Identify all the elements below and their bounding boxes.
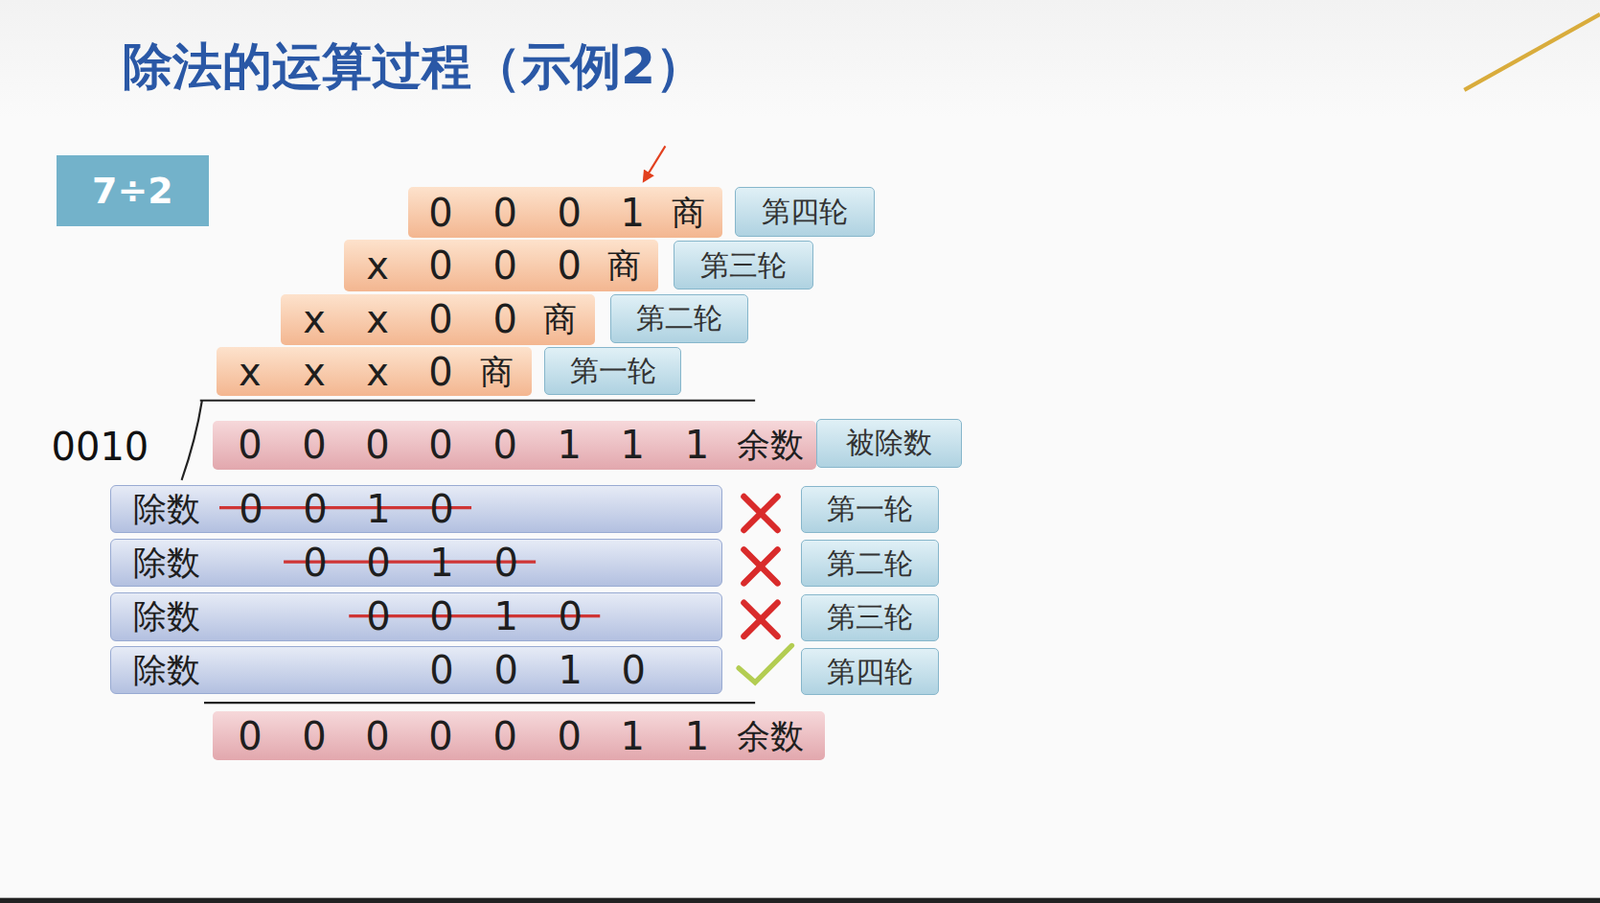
role-tag: 被除数 (816, 418, 962, 468)
bit-digit: 0 (493, 543, 518, 582)
bit-digit: 0 (302, 489, 327, 528)
bit-digit: 1 (685, 425, 709, 464)
row-label: 商 (671, 195, 706, 229)
tag-text: 第三轮 (700, 251, 787, 280)
bit-digit: 0 (237, 425, 262, 464)
bit-digit: 1 (557, 425, 582, 464)
bit-digit: 0 (492, 193, 517, 232)
division-line (200, 399, 755, 402)
tag-text: 第四轮 (761, 197, 848, 227)
tag-text: 被除数 (845, 428, 933, 458)
pointer-arrow (643, 145, 665, 181)
bit-digit: x (302, 352, 326, 391)
row-label: 除数 (133, 653, 201, 687)
bit-digit: 0 (557, 193, 582, 232)
bit-digit: x (365, 352, 389, 391)
bit-digit: 0 (365, 543, 390, 582)
bit-digit: 0 (365, 596, 390, 636)
bit-digit: 1 (493, 596, 518, 636)
bit-digit: 0 (428, 193, 453, 232)
quotient-row: xx00商 (280, 294, 595, 345)
bit-digit: 0 (429, 650, 454, 689)
bit-digit: 0 (428, 246, 453, 285)
tag-text: 第四轮 (826, 657, 914, 686)
division-bracket (182, 400, 203, 480)
bit-digit: 0 (558, 596, 583, 636)
round-tag: 第三轮 (673, 240, 814, 290)
bit-digit: 0 (365, 425, 389, 464)
bit-digit: 0 (237, 716, 262, 755)
bit-digit: 0 (428, 299, 453, 339)
bit-digit: 1 (365, 489, 390, 528)
row-label: 余数 (736, 718, 804, 753)
round-tag: 第一轮 (800, 485, 939, 533)
tag-text: 第一轮 (570, 356, 657, 386)
round-tag: 第一轮 (544, 346, 683, 395)
dividend-row: 00000111余数 (212, 420, 818, 470)
cross-marks (743, 496, 778, 637)
round-tag: 第四轮 (800, 647, 939, 695)
bit-digit: 1 (620, 193, 645, 232)
check-mark (738, 644, 792, 682)
bit-digit: 0 (365, 716, 389, 755)
pencil (1463, 14, 1600, 91)
divisor-row: 除数0010 (110, 645, 723, 694)
bit-digit: 0 (557, 716, 582, 755)
row-label: 商 (480, 354, 514, 389)
round-tag: 第二轮 (610, 294, 749, 343)
quotient-row: 0001商 (408, 186, 723, 238)
round-tag: 第四轮 (734, 186, 875, 237)
round-tag: 第二轮 (800, 539, 939, 587)
bit-digit: 0 (557, 246, 582, 285)
row-label: 商 (607, 248, 641, 282)
bit-digit: 0 (429, 596, 454, 636)
tag-text: 第三轮 (826, 602, 914, 632)
bit-digit: 0 (492, 425, 517, 464)
bit-digit: 1 (429, 543, 454, 582)
divisor-row: 除数0010 (110, 592, 723, 641)
bit-digit: 1 (685, 716, 709, 755)
problem-box: 7÷2 (56, 155, 210, 228)
tag-text: 7÷2 (91, 172, 174, 209)
bit-digit: 1 (558, 650, 583, 689)
bit-digit: 0 (428, 352, 453, 391)
slide-title: 除法的运算过程（示例2） (122, 36, 706, 96)
bit-digit: 0 (492, 716, 517, 755)
bit-digit: 0 (492, 246, 517, 285)
bit-digit: 0 (428, 716, 453, 755)
divisor-value: 0010 (50, 427, 149, 466)
tag-text: 第一轮 (826, 494, 914, 524)
tag-text: 第二轮 (826, 548, 914, 578)
bit-digit: x (365, 299, 389, 339)
bit-digit: 0 (301, 425, 326, 464)
subtraction-line (204, 701, 755, 704)
row-label: 除数 (133, 546, 201, 580)
bit-digit: 0 (302, 543, 327, 582)
divisor-row: 除数0010 (110, 484, 723, 533)
bit-digit: x (238, 352, 262, 391)
bit-digit: 0 (428, 425, 453, 464)
quotient-row: x000商 (343, 239, 659, 291)
bit-digit: 0 (492, 299, 517, 339)
bit-digit: 0 (429, 489, 454, 528)
bit-digit: 0 (301, 716, 326, 755)
bit-digit: 0 (621, 650, 646, 689)
row-label: 余数 (736, 428, 804, 462)
bit-digit: x (302, 299, 326, 339)
row-label: 商 (543, 302, 577, 337)
header-band (0, 0, 1600, 118)
quotient-row: xxx0商 (216, 346, 532, 396)
bit-digit: 0 (493, 650, 518, 689)
bit-digit: 1 (620, 425, 645, 464)
bit-digit: 0 (238, 489, 263, 528)
round-tag: 第三轮 (800, 594, 939, 641)
row-label: 除数 (133, 491, 201, 526)
row-label: 除数 (133, 599, 201, 634)
remainder-row: 00000011余数 (212, 710, 825, 760)
tag-text: 第二轮 (636, 303, 723, 333)
bottom-border (0, 897, 1600, 903)
divisor-row: 除数0010 (110, 538, 723, 587)
bit-digit: x (365, 246, 389, 285)
bit-digit: 1 (620, 716, 645, 755)
